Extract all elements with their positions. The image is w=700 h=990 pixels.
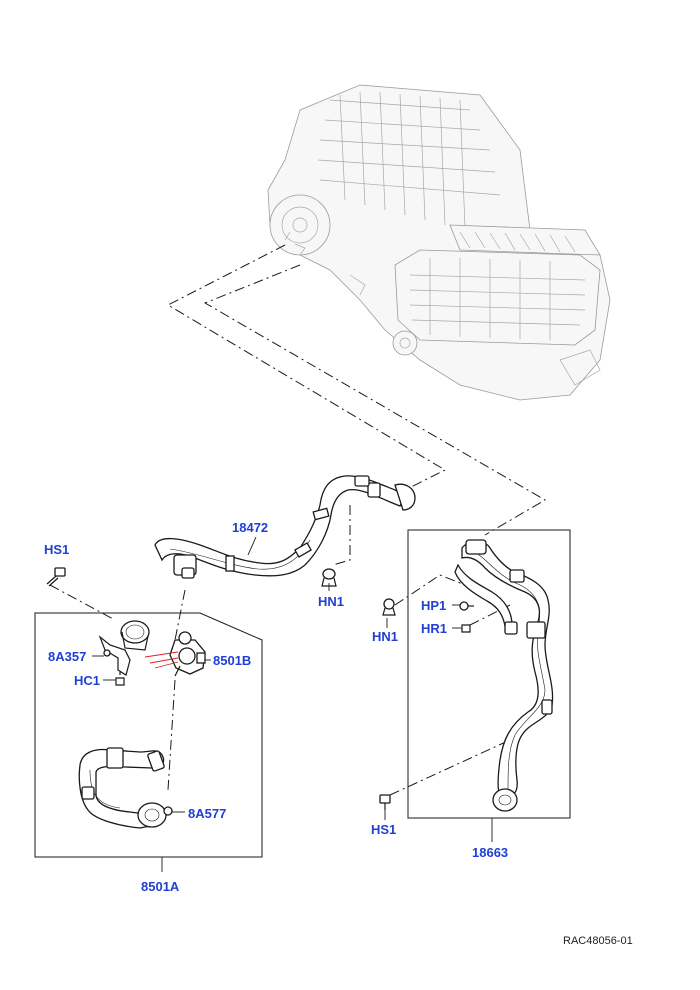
callout-8a357: 8A357 — [48, 649, 86, 664]
leader-lines — [92, 536, 493, 872]
callout-hs1-left: HS1 — [44, 542, 69, 557]
group-8501a — [34, 612, 263, 858]
callout-8501a: 8501A — [141, 879, 180, 894]
reference-code: RAC48056-01 — [563, 935, 633, 947]
hose-18472 — [154, 475, 416, 579]
screw-hs1-right — [379, 794, 391, 810]
callout-hp1: HP1 — [421, 598, 446, 613]
callout-hc1: HC1 — [74, 673, 100, 688]
callout-8501b: 8501B — [213, 653, 251, 668]
callout-hn1-middle: HN1 — [318, 594, 344, 609]
callout-hr1: HR1 — [421, 621, 447, 636]
group-18663 — [407, 529, 571, 819]
callout-18472: 18472 — [232, 520, 268, 535]
callout-hn1-right: HN1 — [372, 629, 398, 644]
clip-hn1-right — [382, 598, 396, 616]
callout-18663: 18663 — [472, 845, 508, 860]
callout-labels: HS1 18472 HN1 8A357 8501B HC1 8A577 8501… — [44, 520, 633, 947]
screw-hs1-left — [46, 567, 66, 587]
callout-hs1-right: HS1 — [371, 822, 396, 837]
hvac-unit-illustration — [267, 84, 611, 401]
callout-8a577: 8A577 — [188, 806, 226, 821]
